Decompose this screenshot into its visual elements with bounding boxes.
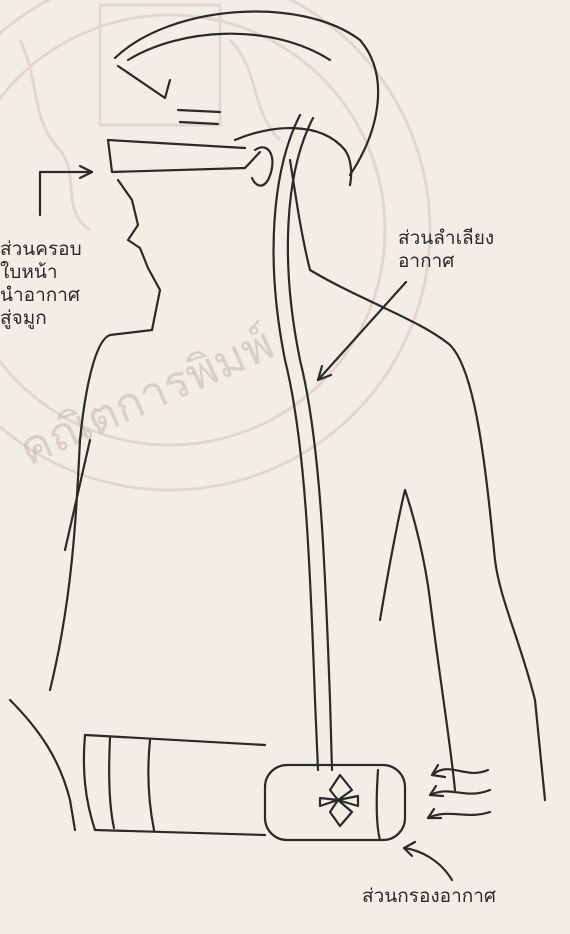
- filter-unit-body: [265, 765, 405, 840]
- label-air-duct: ส่วนลำเลียง อากาศ: [398, 227, 494, 273]
- air-hose-left: [274, 115, 318, 770]
- torso-inner-front: [65, 440, 90, 550]
- helmet-brim: [118, 66, 170, 98]
- lower-torso-front: [10, 700, 75, 830]
- belt-front-edge: [84, 735, 95, 830]
- visor-slot-bottom: [180, 122, 218, 124]
- filter-unit-seam: [377, 770, 380, 840]
- visor-upper: [108, 140, 245, 148]
- belt-pleat-1: [109, 738, 114, 828]
- belt-bottom: [95, 830, 265, 835]
- leader-face-cover: [40, 172, 92, 215]
- visor-slot-top: [178, 110, 220, 112]
- filter-emblem-petals: [320, 796, 358, 806]
- belt-pleat-2: [148, 740, 154, 830]
- belt-top: [85, 735, 265, 745]
- helmet-rim-upper: [128, 34, 330, 60]
- air-hose-right: [288, 118, 332, 770]
- label-air-filter: ส่วนกรองอากาศ: [362, 885, 496, 908]
- label-face-cover: ส่วนครอบ ใบหน้า นำอากาศ สู่จมูก: [0, 238, 82, 330]
- face-profile: [118, 180, 160, 330]
- torso-front: [50, 330, 152, 690]
- helmet-dome: [115, 12, 378, 175]
- air-intake-wave-1: [432, 769, 488, 775]
- ear: [252, 147, 272, 185]
- air-intake-wave-2: [430, 790, 490, 795]
- helmet-band-side: [345, 150, 351, 185]
- arm: [380, 490, 455, 790]
- leader-air-filter: [404, 848, 452, 880]
